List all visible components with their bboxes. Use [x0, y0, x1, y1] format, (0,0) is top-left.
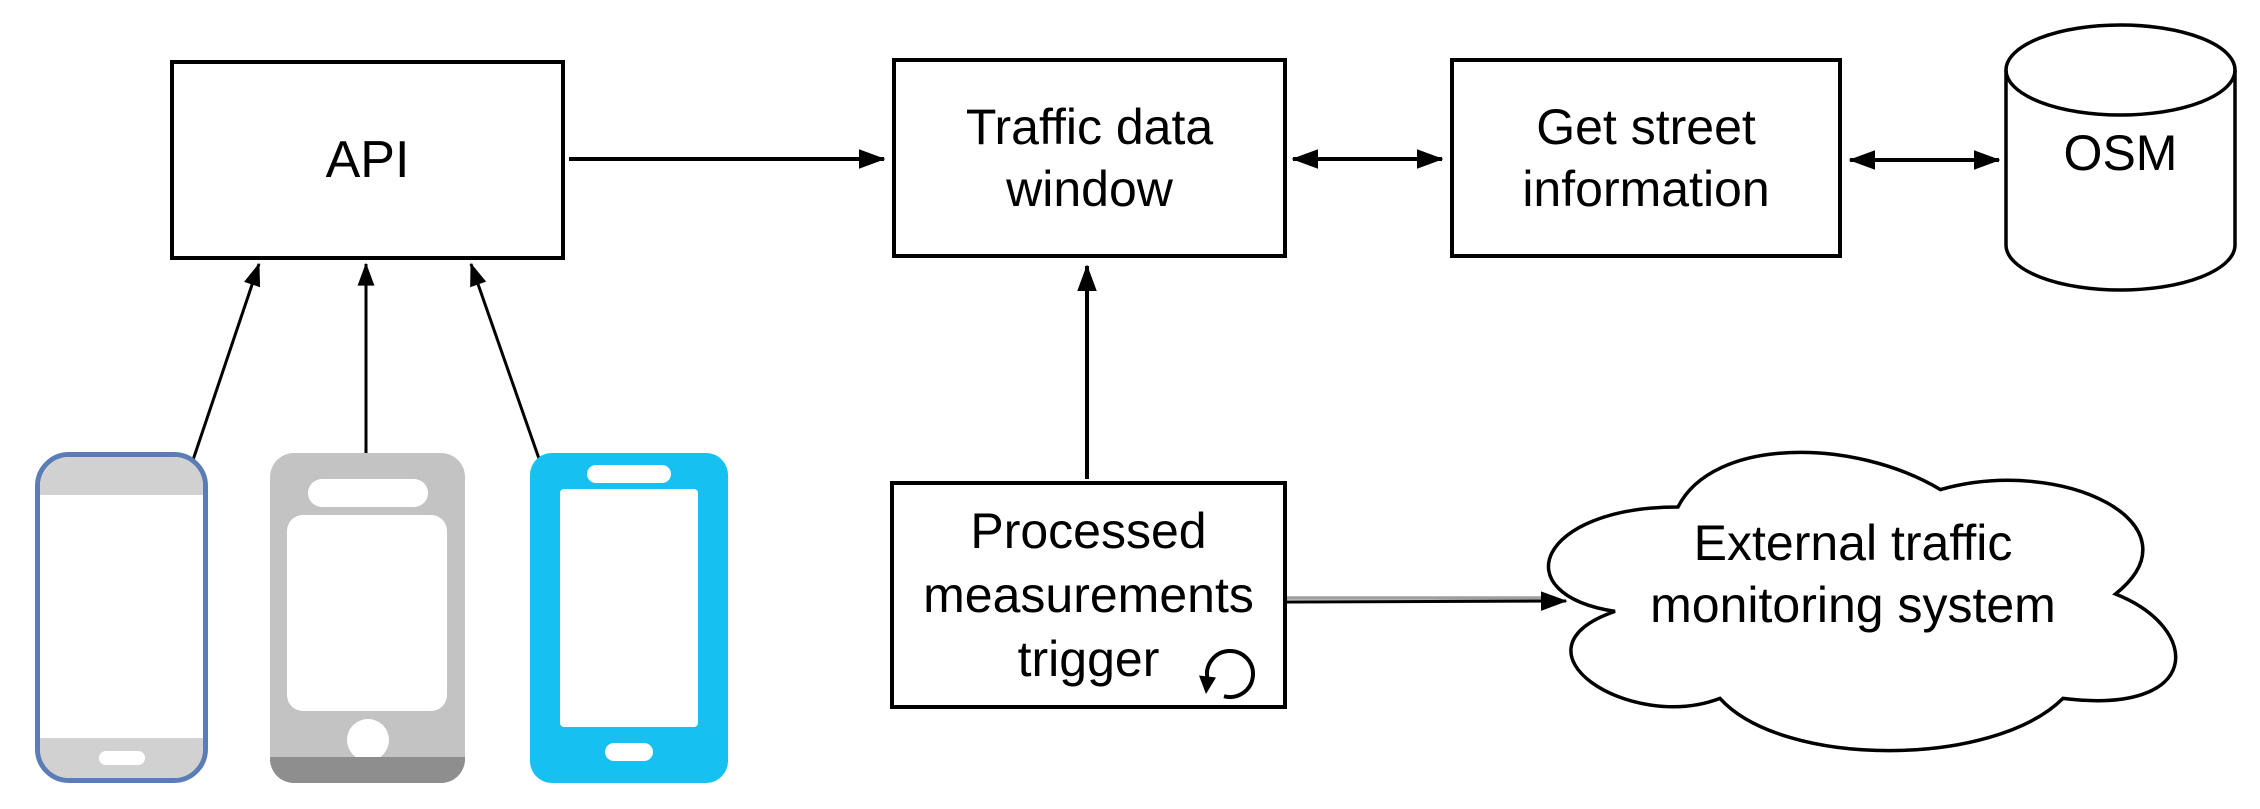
database-cylinder-rim — [2004, 69, 2237, 117]
external-traffic-monitoring-label: External traffic monitoring system — [1553, 504, 2153, 644]
database-cylinder-body — [2004, 23, 2237, 292]
trigger-line2: measurements — [923, 567, 1254, 623]
phone3-speaker — [587, 465, 671, 483]
phone2-screen — [287, 515, 447, 711]
smartphone-gray-icon — [270, 453, 465, 783]
get-street-information-box — [1450, 58, 1842, 258]
arrow-phone3-to-api — [469, 262, 553, 494]
traffic-data-window-box — [892, 58, 1287, 258]
smartphone-outline-icon — [35, 452, 208, 783]
arrow-phone1-to-api — [191, 262, 261, 461]
smartphone-cyan-icon — [530, 453, 728, 783]
phone2-home-button — [346, 719, 389, 761]
traffic-data-window-label: Traffic data window — [892, 58, 1287, 258]
arrow-trigger-to-cloud — [1286, 591, 1568, 611]
get-street-line1: Get street — [1536, 99, 1756, 155]
traffic-window-line2: window — [1006, 161, 1173, 217]
traffic-window-line1: Traffic data — [965, 99, 1214, 155]
osm-label: OSM — [2006, 103, 2235, 203]
osm-label-text: OSM — [2063, 125, 2178, 181]
phone3-screen — [560, 489, 698, 727]
processed-measurements-trigger-label: Processed measurements trigger — [890, 481, 1287, 709]
cloud-line2: monitoring system — [1650, 577, 2056, 633]
api-label: API — [170, 60, 565, 260]
phone2-speaker — [307, 479, 428, 507]
get-street-line2: information — [1522, 161, 1770, 217]
osm-database-icon — [2004, 23, 2237, 292]
phone3-home-button — [605, 743, 653, 761]
get-street-information-label: Get street information — [1450, 58, 1842, 258]
phone1-bottom-bezel — [40, 738, 203, 778]
phone1-top-bezel — [40, 457, 203, 495]
trigger-line3: trigger — [1017, 631, 1160, 687]
api-label-text: API — [325, 131, 410, 189]
trigger-line1: Processed — [970, 503, 1207, 559]
phone2-bottom-strip — [270, 757, 465, 783]
phone1-home-button — [98, 751, 145, 765]
api-box — [170, 60, 565, 260]
cloud-line1: External traffic — [1693, 515, 2013, 571]
cloud-icon — [1546, 450, 2178, 753]
